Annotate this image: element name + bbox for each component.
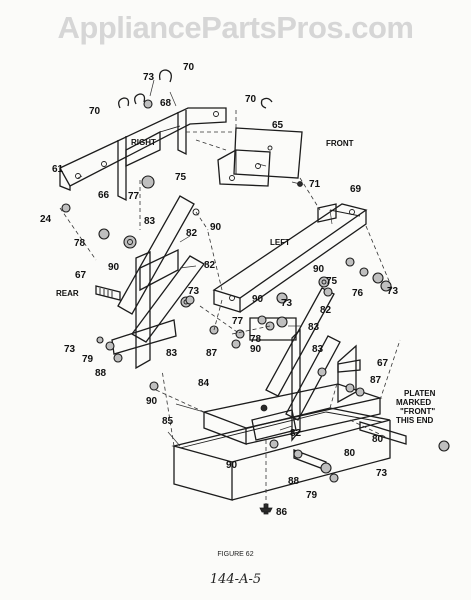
callout-90: 90 [250, 344, 262, 355]
callout-67: 67 [377, 358, 389, 369]
callout-73: 73 [188, 286, 200, 297]
callout-83: 83 [166, 348, 178, 359]
label-right: RIGHT [131, 138, 156, 147]
callout-85: 85 [162, 416, 174, 427]
callout-90: 90 [252, 294, 264, 305]
callout-90: 90 [146, 396, 158, 407]
leader-lines [77, 79, 333, 447]
callout-88: 88 [95, 368, 107, 379]
platen-note-line2: MARKED [396, 398, 431, 407]
callout-86: 86 [276, 507, 288, 518]
callout-83: 83 [144, 216, 156, 227]
handwritten-code: 144-A-5 [209, 572, 262, 587]
callout-82: 82 [290, 428, 302, 439]
callout-82: 82 [204, 260, 216, 271]
callout-88: 88 [288, 476, 300, 487]
upper-scissor-links [111, 195, 205, 370]
callout-90: 90 [226, 460, 238, 471]
callout-87: 87 [370, 375, 382, 386]
platen-note-line3: "FRONT" [400, 407, 435, 416]
callout-67: 67 [75, 270, 87, 281]
label-front: FRONT [326, 139, 354, 148]
callout-79: 79 [82, 354, 94, 365]
platen-note-line4: THIS END [396, 416, 434, 425]
label-rear: REAR [56, 289, 79, 298]
callout-73: 73 [387, 286, 399, 297]
callout-75: 75 [326, 276, 338, 287]
callout-79: 79 [306, 490, 318, 501]
callout-76: 76 [352, 288, 364, 299]
callout-82: 82 [320, 305, 332, 316]
callout-82: 82 [186, 228, 198, 239]
callout-80: 80 [372, 434, 384, 445]
callout-65: 65 [272, 120, 284, 131]
callout-70: 70 [183, 62, 195, 73]
callout-90: 90 [108, 262, 120, 273]
callout-73: 73 [64, 344, 76, 355]
assembly-lines [59, 110, 401, 506]
figure-caption: FIGURE 62 [217, 551, 254, 558]
callout-78: 78 [250, 334, 262, 345]
callout-73: 73 [281, 298, 293, 309]
callout-83: 83 [308, 322, 320, 333]
callout-90: 90 [313, 264, 325, 275]
callout-78: 78 [74, 238, 86, 249]
callout-69: 69 [350, 184, 362, 195]
callout-80: 80 [344, 448, 356, 459]
callout-90: 90 [210, 222, 222, 233]
callout-83: 83 [312, 344, 324, 355]
callout-77: 77 [232, 316, 244, 327]
front-bracket [217, 97, 303, 187]
callout-24: 24 [40, 214, 52, 225]
callout-68: 68 [160, 98, 172, 109]
platen-note-line1: PLATEN [404, 389, 436, 398]
callout-61: 61 [52, 164, 64, 175]
watermark: AppliancePartsPros.com [57, 10, 414, 45]
label-left: LEFT [270, 238, 290, 247]
upper-right-bracket [59, 69, 227, 202]
callout-77: 77 [128, 191, 140, 202]
callout-84: 84 [198, 378, 210, 389]
lower-scissor-links [249, 276, 341, 442]
fasteners [61, 175, 450, 515]
platen [201, 344, 383, 445]
base-pan [171, 407, 391, 501]
callout-70: 70 [245, 94, 257, 105]
callout-71: 71 [309, 179, 321, 190]
callout-70: 70 [89, 106, 101, 117]
callout-75: 75 [175, 172, 187, 183]
callout-73: 73 [376, 468, 388, 479]
left-rail [212, 203, 368, 313]
callout-87: 87 [206, 348, 218, 359]
callout-73: 73 [143, 72, 155, 83]
callout-66: 66 [98, 190, 110, 201]
